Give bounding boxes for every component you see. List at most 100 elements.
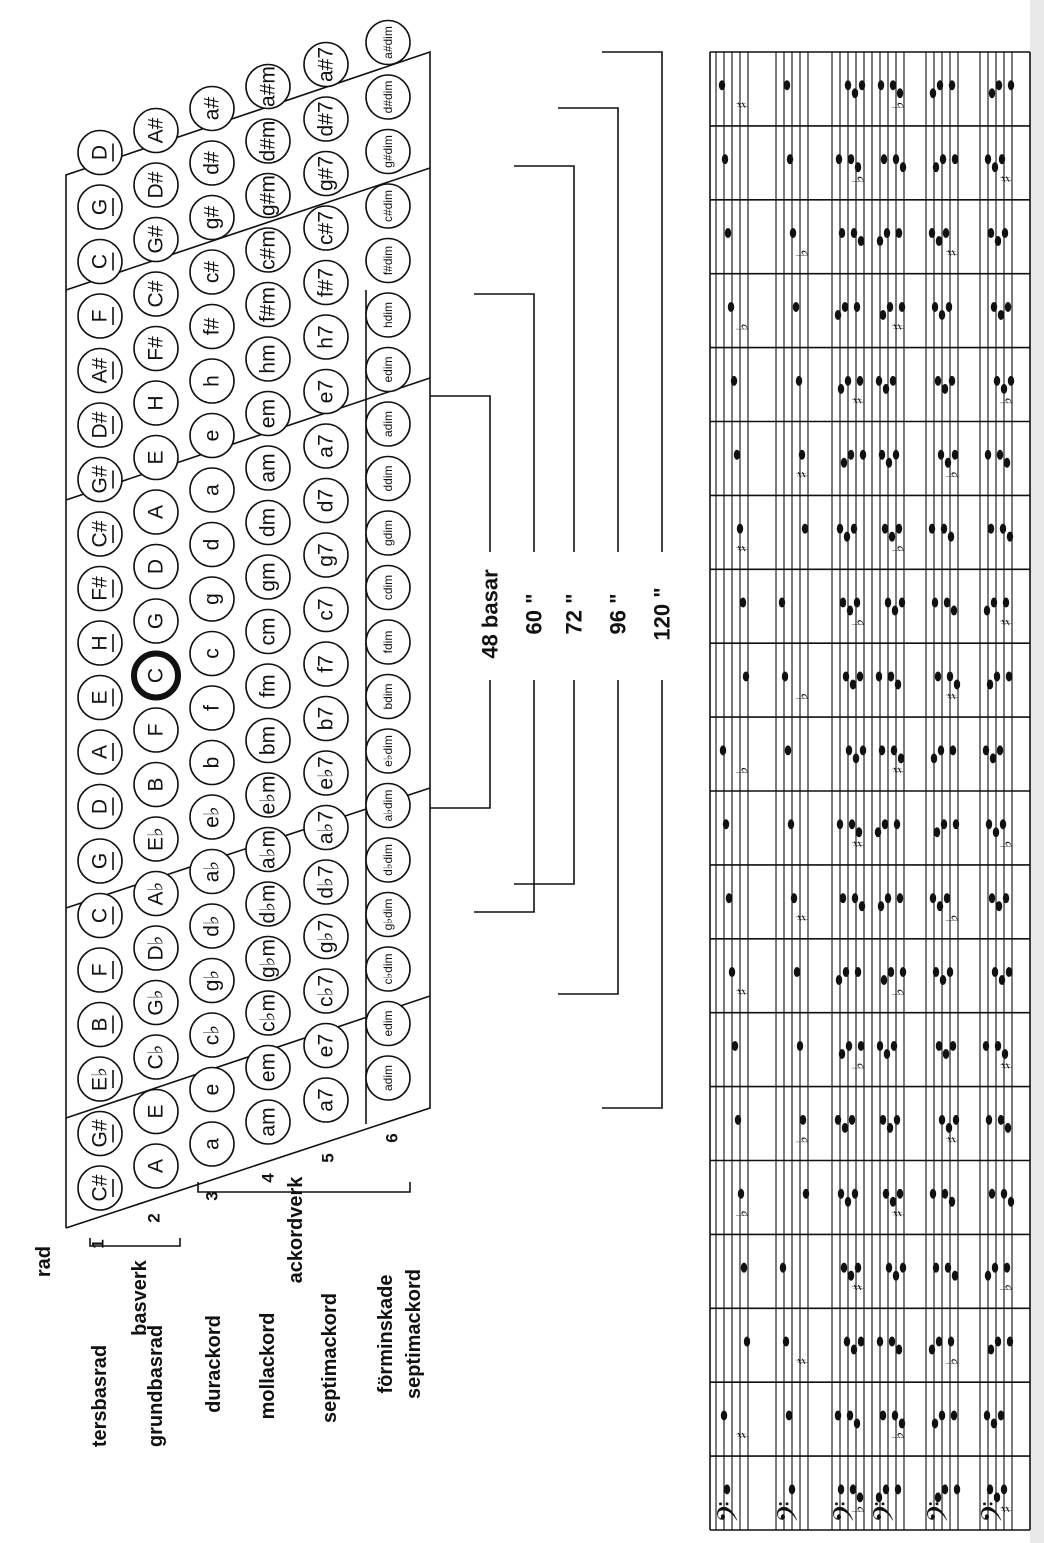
bass-clef-icon: 𝄢 [828, 1501, 868, 1523]
note-head [1000, 383, 1008, 394]
bass-button [189, 685, 235, 731]
note-head [996, 745, 1004, 756]
bass-button [189, 412, 235, 459]
note-head [951, 449, 959, 460]
row-name: mollackord [257, 1313, 279, 1420]
note-head [784, 745, 792, 756]
note-head [795, 375, 803, 386]
button-label: F [89, 964, 112, 977]
note-head [877, 80, 885, 91]
note-head [995, 80, 1003, 91]
note-head [843, 1336, 851, 1347]
button-label: d#dim [381, 81, 395, 114]
note-head [837, 1484, 845, 1495]
button-label: C# [145, 280, 168, 307]
bass-button [133, 1143, 179, 1189]
note-head [929, 88, 937, 99]
note-head [982, 1040, 990, 1051]
note-head [995, 901, 1003, 912]
note-head [879, 1410, 887, 1421]
note-head [894, 679, 902, 690]
accidental: ♭ [733, 767, 752, 775]
note-head [986, 1484, 994, 1495]
note-head [938, 1114, 946, 1125]
bass-button [365, 1055, 411, 1101]
button-label: e [201, 1084, 224, 1096]
note-head [733, 449, 741, 460]
note-head [1003, 457, 1011, 468]
note-head [846, 1410, 854, 1421]
button-label: d#7 [315, 101, 338, 136]
note-head [988, 1188, 996, 1199]
button-label: A [145, 1159, 168, 1173]
note-head [888, 531, 896, 542]
accidental: ♭ [849, 1506, 868, 1514]
accidental: ♯ [849, 397, 868, 405]
bass-button [245, 826, 291, 873]
bass-button [303, 750, 349, 796]
accidental: ♯ [997, 1505, 1016, 1513]
note-head [928, 1344, 936, 1355]
note-head [841, 301, 849, 312]
button-label: am [257, 453, 280, 482]
button-label: a7 [315, 1088, 338, 1111]
button-label: H [145, 395, 168, 410]
note-head [941, 1484, 949, 1495]
note-head [845, 1040, 853, 1051]
button-label: G# [89, 465, 112, 493]
note-head [779, 1262, 787, 1273]
button-label: d♭7 [315, 865, 338, 898]
note-head [849, 1484, 857, 1495]
button-label: B [89, 1017, 112, 1031]
note-head [742, 671, 750, 682]
button-label: G [89, 199, 112, 215]
note-head [847, 449, 855, 460]
note-head [935, 236, 943, 247]
bass-button [77, 1110, 123, 1157]
bass-button [77, 565, 123, 612]
bass-button [245, 445, 291, 491]
note-head [951, 1270, 959, 1281]
note-head [997, 1114, 1005, 1125]
note-head [1006, 1336, 1014, 1347]
bass-button [245, 172, 291, 219]
note-head [854, 162, 862, 173]
note-head [848, 819, 856, 830]
note-head [989, 753, 997, 764]
bass-button [189, 249, 235, 295]
bass-button [77, 129, 123, 176]
bass-button [133, 325, 179, 372]
bass-button [189, 140, 235, 186]
bass-button [303, 477, 349, 524]
note-head [857, 1336, 865, 1347]
button-label: A [89, 745, 112, 759]
bass-button [133, 598, 179, 644]
bass-button [189, 630, 235, 677]
button-label: E [145, 450, 168, 464]
ackordverk-label: ackordverk [285, 1176, 307, 1284]
note-head [899, 1262, 907, 1273]
note-head [879, 1114, 887, 1125]
note-head [740, 1262, 748, 1273]
button-label: A [145, 505, 168, 519]
bass-button [133, 707, 179, 753]
note-head [952, 1114, 960, 1125]
note-head [893, 819, 901, 830]
note-head [985, 819, 993, 830]
bass-button [245, 1044, 291, 1091]
note-head [789, 228, 797, 239]
size-bracket-top [558, 107, 619, 552]
note-head [886, 1122, 894, 1133]
note-head [896, 893, 904, 904]
accidental: ♭ [997, 397, 1016, 405]
note-head [944, 457, 952, 468]
bass-clef-icon: 𝄢 [922, 1501, 962, 1523]
note-head [988, 893, 996, 904]
bass-button [189, 957, 235, 1004]
note-head [896, 1188, 904, 1199]
note-head [891, 605, 899, 616]
note-head [884, 597, 892, 608]
button-label: g#m [257, 175, 280, 216]
bass-button [77, 456, 123, 503]
note-head [857, 236, 865, 247]
